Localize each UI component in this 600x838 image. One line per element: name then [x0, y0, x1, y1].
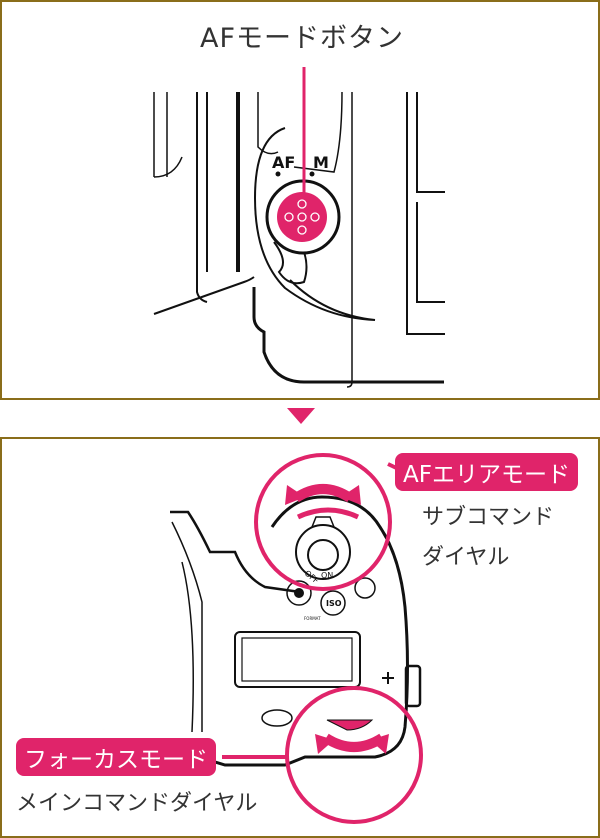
rotate-arrow-icon — [315, 733, 389, 754]
af-mode-button-panel: AF M AFモードボタン — [0, 0, 600, 400]
sub-dial-highlight-circle — [254, 453, 392, 591]
main-dial-highlight-circle — [285, 686, 423, 824]
svg-text:FORMAT: FORMAT — [304, 616, 321, 621]
camera-top-illustration: OFF ON ISO FORMAT — [135, 453, 423, 824]
main-dial-label: メインコマンドダイヤル — [16, 791, 258, 816]
on-mark: ON — [321, 571, 333, 580]
camera-side-illustration: AF M — [153, 67, 445, 388]
sub-dial-label-line1: サブコマンド — [422, 505, 555, 530]
m-mark: M — [313, 153, 329, 172]
af-area-mode-label: AFエリアモード — [395, 453, 578, 491]
sub-dial-label-line2: ダイヤル — [422, 545, 510, 570]
af-mode-button[interactable] — [277, 192, 327, 242]
dial-panel: OFF ON ISO FORMAT AFエリアモード サブコマンド ダイヤル フ… — [0, 437, 600, 838]
focus-mode-label: フォーカスモード — [16, 738, 216, 776]
iso-mark: ISO — [326, 599, 342, 608]
rotate-arrow-icon — [285, 484, 361, 505]
af-mark: AF — [272, 153, 295, 172]
panel-title: AFモードボタン — [199, 23, 404, 54]
down-arrow-icon — [287, 408, 315, 424]
